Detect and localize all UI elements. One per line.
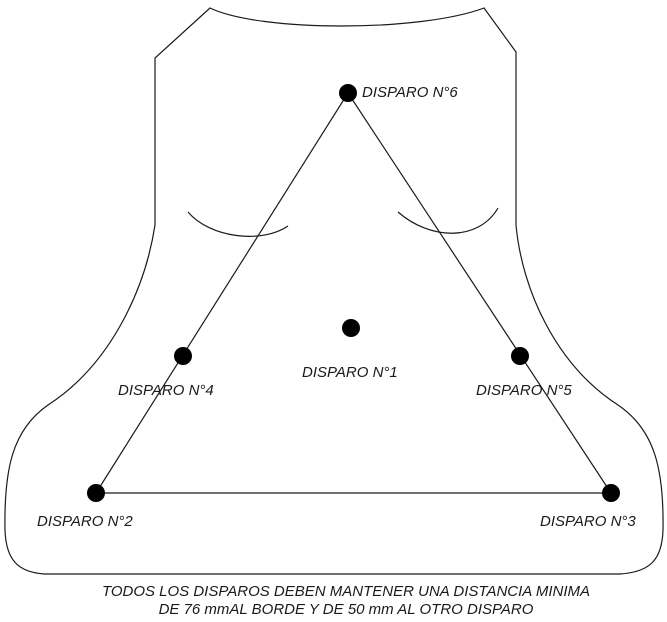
shot-5-dot (511, 347, 529, 365)
shot-2-label: DISPARO N°2 (37, 513, 133, 530)
shot-1-dot (342, 319, 360, 337)
note-line-1: TODOS LOS DISPAROS DEBEN MANTENER UNA DI… (102, 583, 590, 600)
shot-4-dot (174, 347, 192, 365)
right-contour-arc (397, 207, 499, 234)
panel-outline (4, 7, 664, 575)
shot-6-dot (339, 84, 357, 102)
shot-4-label: DISPARO N°4 (118, 382, 214, 399)
shot-2-dot (87, 484, 105, 502)
shot-3-label: DISPARO N°3 (540, 513, 636, 530)
shot-5-label: DISPARO N°5 (476, 382, 572, 399)
triangle-side-6-3 (347, 92, 612, 494)
triangle-side-6-2 (95, 92, 349, 494)
shot-3-dot (602, 484, 620, 502)
shot-6-label: DISPARO N°6 (362, 84, 458, 101)
note-line-2: DE 76 mmAL BORDE Y DE 50 mm AL OTRO DISP… (159, 601, 534, 618)
shot-1-label: DISPARO N°1 (302, 364, 398, 381)
left-contour-arc (187, 211, 289, 237)
